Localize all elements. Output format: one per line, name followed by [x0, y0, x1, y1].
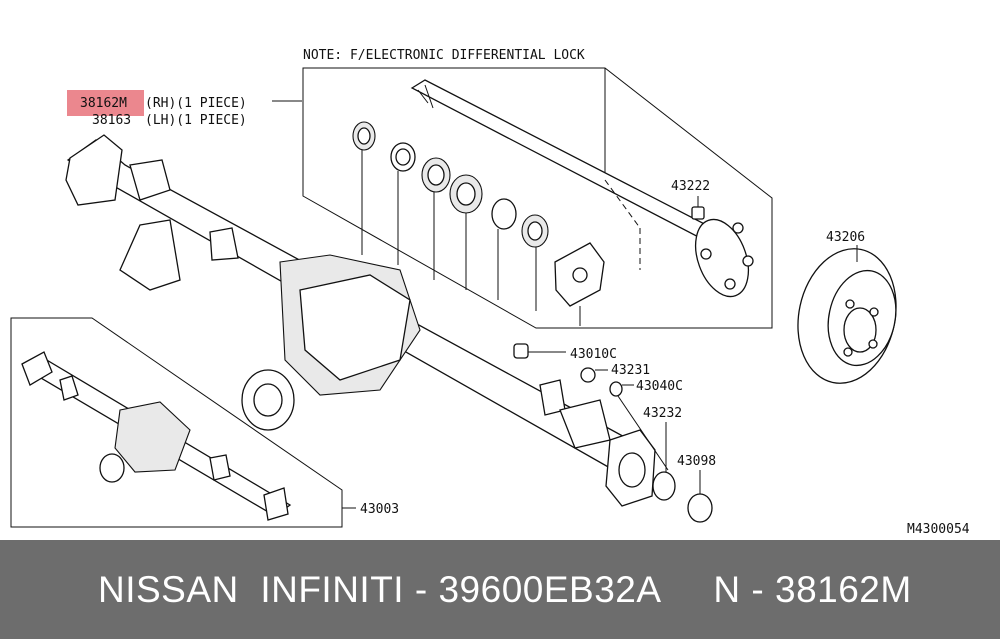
bearing-set: [352, 121, 605, 307]
figure-code: M4300054: [907, 522, 970, 537]
label-43222[interactable]: 43222: [671, 179, 710, 194]
label-38162m-suffix: (RH)(1 PIECE): [145, 96, 247, 111]
parts-diagram: NOTE: F/ELECTRONIC DIFFERENTIAL LOCK 381…: [10, 48, 970, 537]
label-43040c[interactable]: 43040C: [636, 379, 683, 394]
axle-housing: [65, 134, 656, 507]
bearing-leaders: [361, 150, 641, 326]
label-43232[interactable]: 43232: [643, 406, 682, 421]
brake-rotor: [797, 248, 897, 384]
label-43206[interactable]: 43206: [826, 230, 865, 245]
label-38162m[interactable]: 38162M: [80, 96, 127, 111]
note-text: NOTE: F/ELECTRONIC DIFFERENTIAL LOCK: [303, 48, 585, 63]
axle-shaft: [410, 79, 754, 298]
inset-assembly: [21, 351, 292, 521]
label-43098[interactable]: 43098: [677, 454, 716, 469]
label-38163[interactable]: 38163: [92, 113, 131, 128]
label-43231[interactable]: 43231: [611, 363, 650, 378]
label-38163-suffix: (LH)(1 PIECE): [145, 113, 247, 128]
label-43003[interactable]: 43003: [360, 502, 399, 517]
part-number-highlight: [67, 90, 144, 116]
small-parts: [513, 343, 713, 523]
label-43010c[interactable]: 43010C: [570, 347, 617, 362]
footer-part-text: NISSAN INFINITI - 39600EB32A N - 38162M: [98, 568, 912, 610]
footer-banner: NISSAN INFINITI - 39600EB32A N - 38162M: [0, 540, 1000, 639]
